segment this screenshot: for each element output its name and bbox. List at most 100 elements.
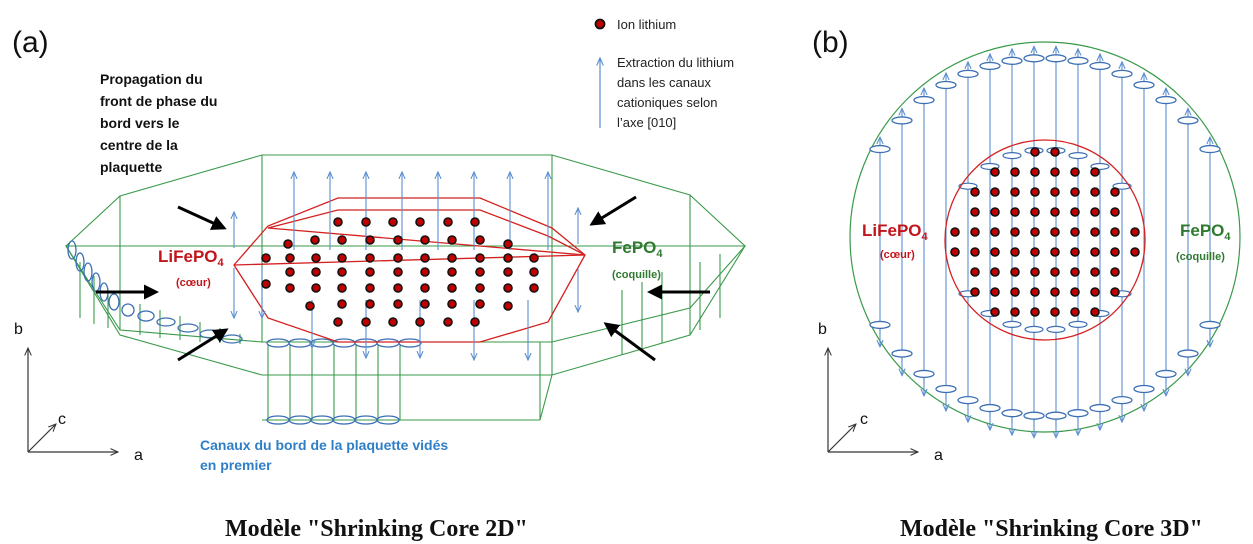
lithium-ion — [1010, 307, 1020, 317]
lithium-ion — [1070, 287, 1080, 297]
channel-ellipse — [913, 95, 935, 105]
channel-ellipse — [935, 384, 957, 394]
lithium-ion — [990, 167, 1000, 177]
channel-ellipse — [935, 80, 957, 90]
lithium-ion — [1050, 147, 1060, 157]
lithium-ion — [1090, 187, 1100, 197]
panel-a-tag: (a) — [12, 26, 49, 59]
lithium-ion — [1110, 187, 1120, 197]
core-label-a: LiFePO4 — [158, 247, 225, 269]
lithium-ion — [990, 227, 1000, 237]
lithium-ion — [1090, 287, 1100, 297]
caption-a: Modèle "Shrinking Core 2D" — [225, 516, 528, 542]
channel-ellipse — [1045, 411, 1067, 420]
shell-prism — [64, 154, 747, 421]
propagation-note: Propagation du front de phase du bord ve… — [100, 71, 217, 175]
lithium-ion — [1110, 247, 1120, 257]
lithium-ion — [1090, 167, 1100, 177]
channel-ellipse — [1177, 349, 1199, 358]
channel-ellipse — [891, 116, 913, 125]
channel-ellipse — [869, 320, 891, 330]
svg-text:plaquette: plaquette — [100, 159, 162, 175]
core-channel-ellipse — [958, 182, 978, 190]
channel-ellipse — [869, 144, 891, 154]
lithium-ion — [1070, 267, 1080, 277]
lithium-ion — [1070, 167, 1080, 177]
core-circle — [944, 139, 1146, 341]
channel-ellipse — [1089, 403, 1111, 413]
lithium-ion — [1090, 227, 1100, 237]
lithium-ion — [1010, 207, 1020, 217]
axis-b-label-b: b — [818, 321, 827, 338]
lithium-ion — [1010, 267, 1020, 277]
lithium-ion — [1030, 147, 1040, 157]
lithium-ion — [1010, 247, 1020, 257]
shell-circle — [849, 41, 1241, 433]
channel-ellipse — [979, 403, 1001, 413]
lithium-ion — [1090, 247, 1100, 257]
legend-ion-marker — [594, 18, 606, 30]
axis-b-label-a: b — [14, 321, 23, 338]
lithium-ion — [1130, 227, 1140, 237]
svg-text:front de phase du: front de phase du — [100, 93, 217, 109]
lithium-ion — [1050, 307, 1060, 317]
channel-ellipse — [1199, 144, 1221, 154]
channel-ellipse — [1023, 411, 1045, 420]
core-channel-ellipse — [1046, 325, 1066, 333]
lithium-ion — [1130, 247, 1140, 257]
lithium-ion — [990, 247, 1000, 257]
lithium-ion — [1070, 207, 1080, 217]
lithium-ion — [1110, 207, 1120, 217]
core-channel-ellipse — [1024, 325, 1044, 333]
legend: Ion lithium Extraction du lithium dans l… — [594, 17, 734, 130]
channel-ellipse — [1133, 80, 1155, 90]
axes-a — [28, 348, 118, 452]
lithium-ion — [1010, 167, 1020, 177]
channel-ellipse — [979, 61, 1001, 71]
lithium-ion — [950, 247, 960, 257]
channel-ellipse — [1089, 61, 1111, 71]
channel-ellipse — [1177, 116, 1199, 125]
lithium-ion — [970, 267, 980, 277]
axis-c-label-a: c — [58, 411, 66, 428]
lithium-ion — [1010, 187, 1020, 197]
channel-ellipse — [1111, 396, 1133, 405]
lithium-ion — [1090, 267, 1100, 277]
channel-ellipse — [1155, 95, 1177, 105]
core-prism — [233, 197, 586, 343]
core-channel-ellipse — [1002, 320, 1022, 328]
shell-label-b: FePO4 — [1180, 221, 1231, 243]
lithium-ion — [1070, 247, 1080, 257]
lithium-ion — [990, 287, 1000, 297]
lithium-ion — [1030, 167, 1040, 177]
lithium-ion — [1090, 307, 1100, 317]
lithium-ion — [1030, 307, 1040, 317]
lithium-ion — [1030, 267, 1040, 277]
axis-a-label-b: a — [934, 447, 943, 464]
lithium-ion — [970, 287, 980, 297]
core-note-a: (cœur) — [176, 277, 211, 289]
shell-note-b: (coquille) — [1176, 251, 1225, 263]
lithium-ion — [1030, 187, 1040, 197]
core-note-b: (cœur) — [880, 249, 915, 261]
lithium-ion — [1070, 227, 1080, 237]
lithium-ion — [1050, 227, 1060, 237]
lithium-ion — [970, 207, 980, 217]
core-channel-ellipse — [1002, 152, 1022, 160]
edge-channels-label-1: Canaux du bord de la plaquette vidés — [200, 437, 448, 453]
extraction-arrows — [234, 172, 578, 360]
shell-label-a: FePO4 — [612, 238, 663, 260]
channel-ellipse — [913, 369, 935, 379]
legend-ion-label: Ion lithium — [617, 17, 676, 32]
lithium-ion — [1030, 287, 1040, 297]
panel-b-tag: (b) — [812, 26, 849, 59]
core-channel-ellipse — [1112, 182, 1132, 190]
lithium-ion — [1030, 247, 1040, 257]
lithium-ion — [990, 307, 1000, 317]
lithium-ion — [1050, 287, 1060, 297]
lithium-ion — [1030, 227, 1040, 237]
channel-ellipse — [1023, 54, 1045, 63]
lithium-ion — [950, 227, 960, 237]
svg-text:bord vers le: bord vers le — [100, 115, 180, 131]
